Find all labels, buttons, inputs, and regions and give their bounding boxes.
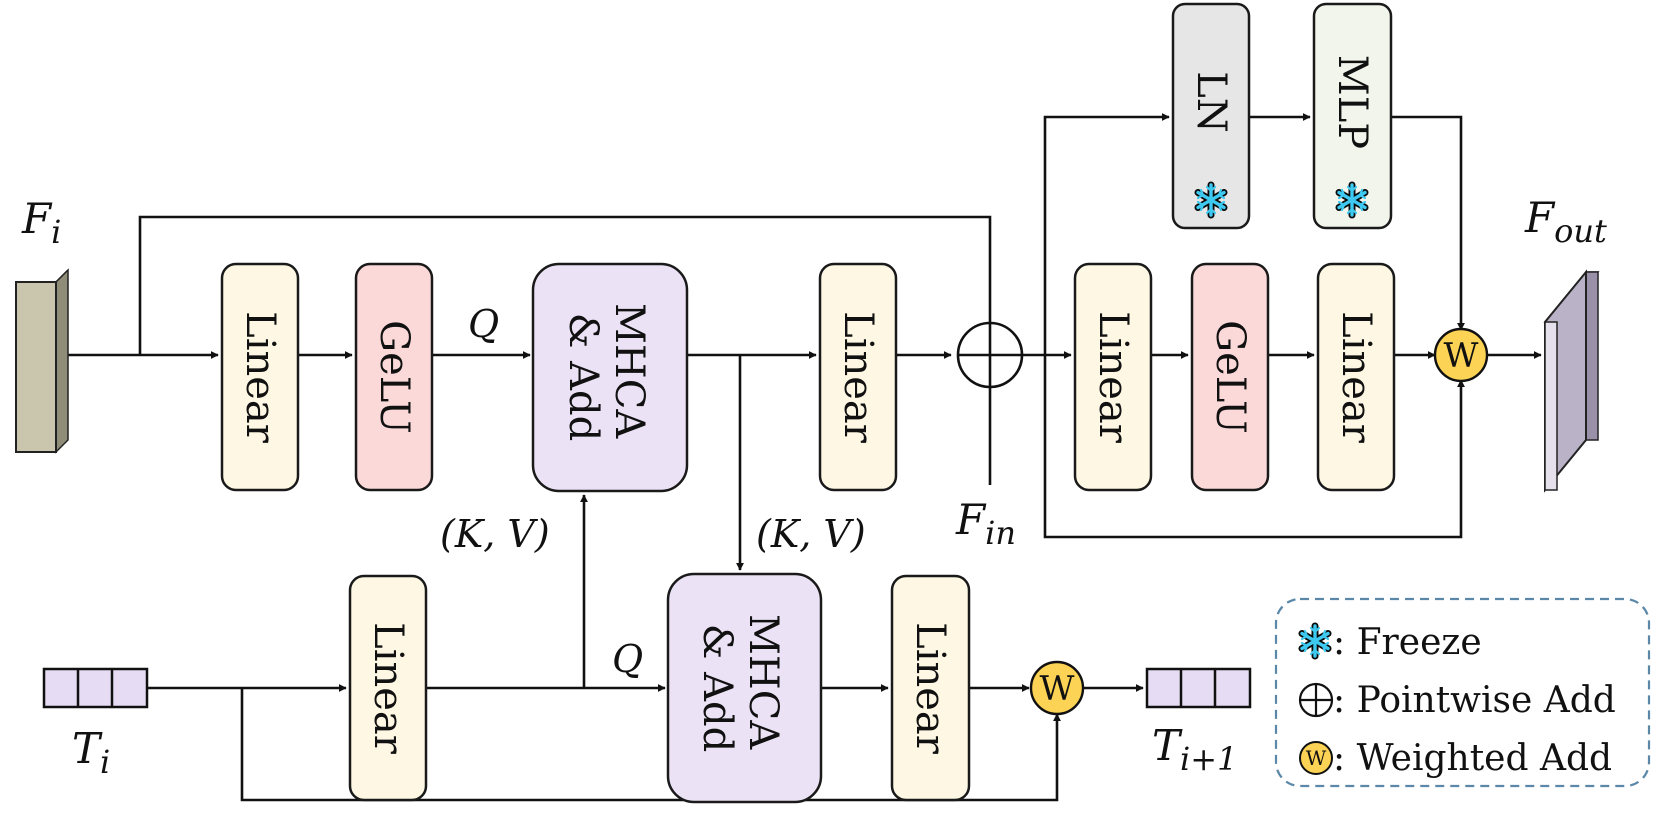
mhca-2-text: MHCA & Add <box>694 614 786 762</box>
linear-block-5: Linear <box>348 574 428 802</box>
gelu-block-1: GeLU <box>354 262 434 492</box>
fi-sub: i <box>51 213 61 251</box>
gelu-block-2: GeLU <box>1190 262 1270 492</box>
mhca-1-line2: & Add <box>560 313 606 441</box>
legend-pointwise-text: : Pointwise Add <box>1333 680 1616 721</box>
token-output <box>1145 667 1252 709</box>
weighted-bottom-symbol: W <box>1040 669 1075 709</box>
weighted-add-bottom: W <box>1029 660 1085 716</box>
mhca-1-line1: MHCA <box>606 303 652 439</box>
fin-sub: in <box>985 514 1016 552</box>
fin-main: F <box>955 495 987 544</box>
ti-main: T <box>72 724 103 773</box>
legend-freeze-text: : Freeze <box>1333 622 1482 663</box>
kv-label-right: (K, V) <box>756 512 866 556</box>
linear-block-3: Linear <box>1073 262 1153 492</box>
linear-1-label: Linear <box>237 311 283 444</box>
q-label-bottom: Q <box>612 637 643 681</box>
input-feature-map <box>15 268 69 454</box>
weighted-add-icon: W <box>1299 741 1333 775</box>
fout-main: F <box>1524 193 1556 242</box>
pointwise-add-icon <box>1298 682 1334 718</box>
linear-block-2: Linear <box>818 262 898 492</box>
linear-4-label: Linear <box>1333 311 1379 444</box>
mlp-label: MLP <box>1329 55 1375 149</box>
connection-lines <box>65 113 1542 802</box>
ti-sub: i <box>100 743 110 781</box>
linear-block-1: Linear <box>220 262 300 492</box>
ti1-label: Ti+1 <box>1152 721 1237 778</box>
fi-label: Fi <box>21 194 61 251</box>
linear-6-label: Linear <box>907 622 953 755</box>
linear-3-label: Linear <box>1090 311 1136 444</box>
mhca-block-1: MHCA & Add <box>531 262 689 493</box>
linear-2-label: Linear <box>835 311 881 444</box>
ln-block: LN <box>1171 2 1251 230</box>
ti-label: Ti <box>72 724 110 781</box>
fout-sub: out <box>1554 212 1607 250</box>
gelu-2-label: GeLU <box>1207 320 1253 434</box>
pointwise-add-icon <box>956 321 1024 389</box>
fout-label: Fout <box>1524 193 1607 250</box>
mhca-block-2: MHCA & Add <box>666 572 823 804</box>
legend-weighted-text: : Weighted Add <box>1333 738 1612 779</box>
ln-label: LN <box>1188 71 1234 133</box>
linear-block-4: Linear <box>1316 262 1396 492</box>
mhca-1-text: MHCA & Add <box>560 303 652 451</box>
linear-5-label: Linear <box>365 622 411 755</box>
gelu-1-label: GeLU <box>371 320 417 434</box>
weighted-top-symbol: W <box>1444 336 1479 376</box>
q-label-top: Q <box>468 302 499 346</box>
ti1-sub: i+1 <box>1180 740 1237 778</box>
kv-label-left: (K, V) <box>440 512 550 556</box>
output-feature-map <box>1543 269 1600 493</box>
mhca-2-line2: & Add <box>694 624 740 752</box>
fin-label: Fin <box>955 495 1016 552</box>
mhca-2-line1: MHCA <box>740 614 786 750</box>
ti1-main: T <box>1152 721 1183 770</box>
fi-main: F <box>21 194 53 243</box>
legend: : Freeze : Pointwise Add W : Weighted Ad… <box>1274 597 1651 788</box>
legend-w-symbol: W <box>1306 746 1327 770</box>
weighted-add-top: W <box>1433 327 1489 383</box>
token-input <box>42 667 149 709</box>
linear-block-6: Linear <box>890 574 971 802</box>
mlp-block: MLP <box>1312 2 1393 230</box>
